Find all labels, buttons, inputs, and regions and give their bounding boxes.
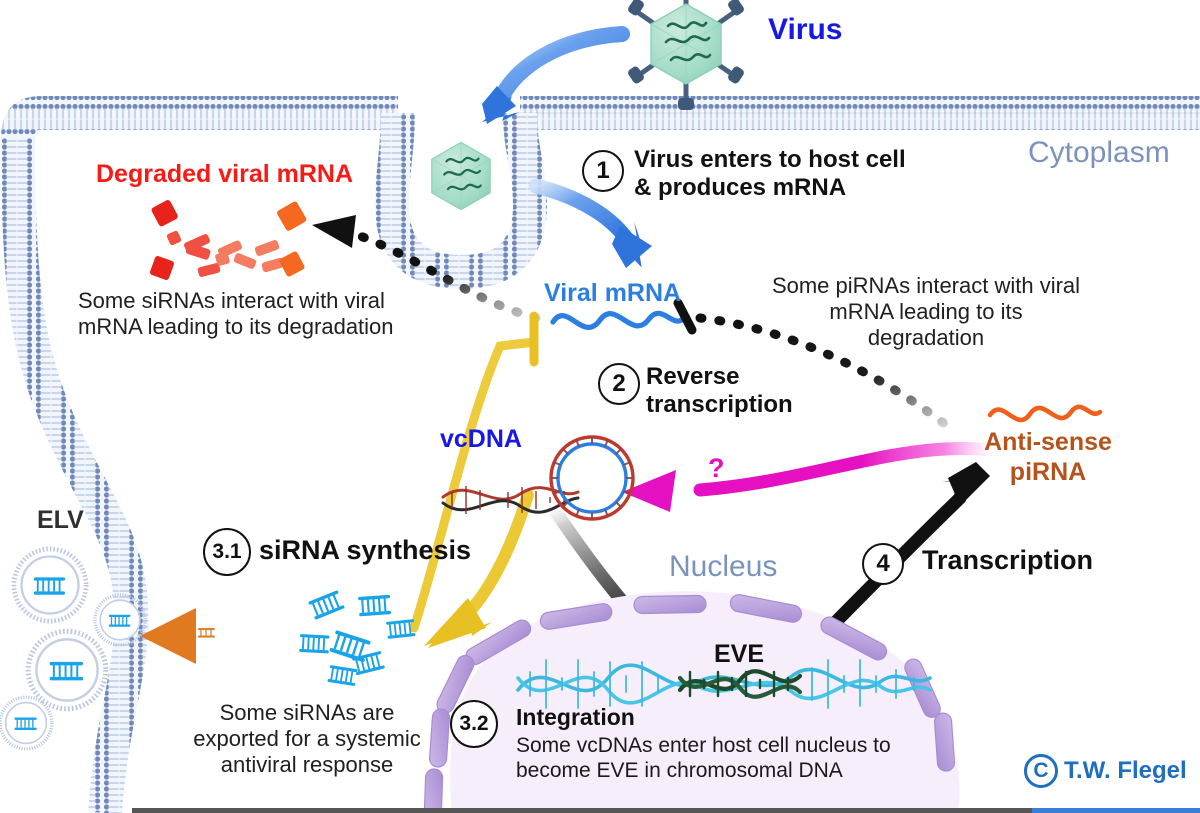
integration-body-annotation: Some vcDNAs enter host cell nucleus to b…: [516, 734, 891, 782]
nucleus-label: Nucleus: [669, 550, 778, 583]
anti-sense-pirna-strand: [987, 404, 1103, 423]
virus-label: Virus: [768, 13, 843, 46]
sirna-export-arrow: [140, 608, 310, 664]
virus-particle-engulfed: [431, 141, 491, 211]
step-3-1-label: siRNA synthesis: [259, 535, 472, 565]
vcdna-label: vcDNA: [440, 425, 522, 453]
window-bottom-edge: [132, 808, 1200, 813]
mrna-degradation-dotted-arrow: [312, 215, 541, 323]
step-badge-3-2: 3.2: [450, 700, 498, 748]
step-badge-4: 4: [862, 543, 904, 585]
sirna-inhibition-arrow: [409, 311, 539, 633]
mrna-production-arrow: [528, 178, 652, 268]
credit-name: T.W. Flegel: [1064, 757, 1187, 784]
degraded-viral-mrna-label: Degraded viral mRNA: [96, 160, 354, 188]
pirna-degradation-annotation: Some piRNAs interact with viral mRNA lea…: [771, 273, 1081, 350]
nucleus: [423, 591, 960, 813]
pirna-to-vcdna-arrow: [622, 441, 999, 512]
sirna-export-annotation: Some siRNAs are exported for a systemic …: [193, 700, 421, 777]
window-bottom-accent: [1032, 808, 1200, 813]
vcdna-circular: [549, 435, 635, 521]
degraded-mrna-fragments: [150, 200, 307, 280]
step-4-label: Transcription: [922, 545, 1094, 575]
step-3-2-label: Integration: [516, 704, 635, 730]
step-badge-1: 1: [582, 150, 624, 192]
sirna-cluster: [298, 588, 417, 688]
eve-label: EVE: [714, 640, 765, 668]
sirna-degradation-annotation: Some siRNAs interact with viral mRNA lea…: [78, 288, 394, 339]
elv-label: ELV: [37, 506, 84, 534]
step-badge-3-1: 3.1: [203, 528, 251, 576]
question-mark-label: ?: [708, 453, 725, 483]
virus-particle-external: [628, 0, 744, 110]
virus-entry-arrow: [482, 26, 630, 124]
viral-mrna-label: Viral mRNA: [544, 279, 682, 307]
step-2-label: Reverse transcription: [646, 363, 793, 419]
viral-mrna-strand: [550, 310, 687, 330]
step-badge-2: 2: [598, 363, 640, 405]
cell-membrane: [1, 96, 1200, 813]
cytoplasm-label: Cytoplasm: [1028, 136, 1170, 169]
chromosomal-dna: [516, 659, 932, 709]
step-1-label: Virus enters to host cell & produces mRN…: [634, 146, 906, 202]
pirna-inhibition-dotted-arrow: [673, 298, 955, 433]
copyright-icon: C: [1024, 754, 1058, 788]
anti-sense-pirna-label: Anti-sense piRNA: [984, 428, 1112, 486]
